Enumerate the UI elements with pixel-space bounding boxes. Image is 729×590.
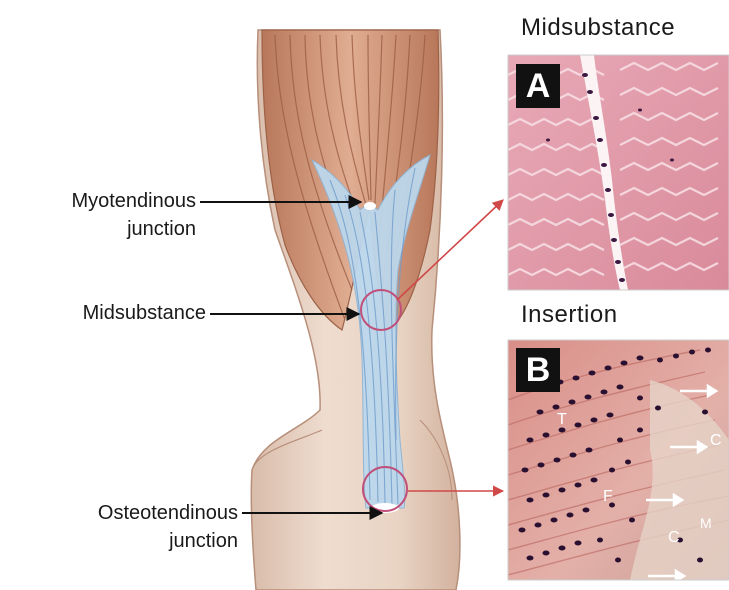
myotendinous-label-line1: Myotendinous: [10, 190, 196, 212]
leg-illustration: [251, 30, 460, 590]
marker-c1: C: [710, 432, 722, 449]
myotendinous-label: Myotendinous junction: [10, 190, 196, 240]
osteotendinous-label-line2: junction: [6, 530, 238, 552]
osteotendinous-label: Osteotendinous junction: [6, 502, 238, 552]
marker-f: F: [603, 488, 613, 505]
midsubstance-label: Midsubstance: [10, 302, 206, 324]
osteotendinous-label-line1: Osteotendinous: [6, 502, 238, 524]
panel-a-badge: A: [516, 64, 560, 108]
panel-a-title: Midsubstance: [521, 14, 675, 42]
marker-t: T: [557, 411, 567, 428]
panel-b-title: Insertion: [521, 301, 618, 329]
myotendinous-label-line2: junction: [10, 218, 196, 240]
marker-c2: C: [668, 529, 680, 546]
marker-m: M: [700, 515, 712, 531]
panel-b-badge: B: [516, 348, 560, 392]
